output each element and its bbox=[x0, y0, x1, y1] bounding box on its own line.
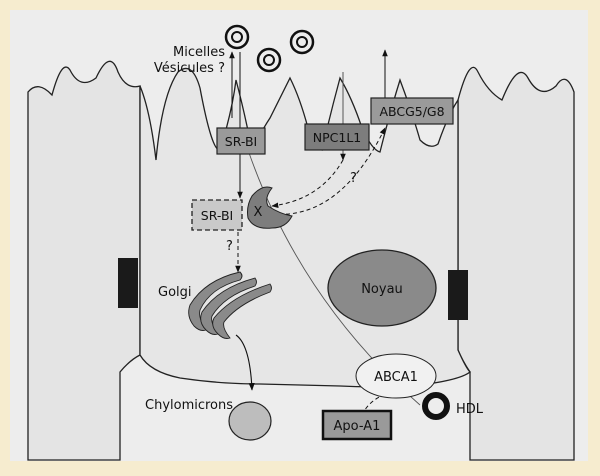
abcg5g8-label: ABCG5/G8 bbox=[379, 104, 444, 119]
npc1l1-box bbox=[304, 123, 370, 151]
golgi-icon bbox=[188, 271, 272, 339]
left-cell bbox=[27, 60, 141, 461]
micelles-label: Micelles bbox=[173, 45, 225, 60]
arrow-golgi-chylo bbox=[235, 334, 255, 391]
dashed-x-to-abcg bbox=[271, 127, 386, 215]
x-label: X bbox=[254, 205, 263, 220]
x-protein-shape bbox=[247, 186, 293, 229]
question-npc: ? bbox=[350, 171, 357, 186]
abca1-label: ABCA1 bbox=[374, 370, 418, 385]
srbi-inner-label: SR-BI bbox=[201, 208, 233, 223]
abcg5g8-box bbox=[370, 97, 454, 125]
npc1l1-label: NPC1L1 bbox=[313, 130, 362, 145]
chylomicrons-label: Chylomicrons bbox=[145, 398, 233, 413]
junction-left bbox=[118, 258, 138, 308]
vesicules-label: Vésicules ? bbox=[154, 61, 225, 76]
abca1-ellipse bbox=[355, 353, 437, 399]
hdl-icon bbox=[422, 392, 450, 420]
dashed-npc-to-x bbox=[271, 159, 344, 208]
micelle-icon bbox=[224, 24, 315, 73]
srbi-box-top bbox=[216, 127, 266, 155]
chylomicron-shape bbox=[228, 401, 272, 441]
apoa1-box bbox=[321, 409, 393, 441]
noyau-ellipse bbox=[327, 249, 437, 327]
srbi-box-inner bbox=[191, 199, 243, 231]
question-srbi: ? bbox=[226, 239, 233, 254]
hdl-label: HDL bbox=[456, 402, 484, 417]
srbi-top-label: SR-BI bbox=[225, 134, 257, 149]
junction-right bbox=[448, 270, 468, 320]
apoa1-label: Apo-A1 bbox=[334, 419, 381, 434]
golgi-label: Golgi bbox=[158, 285, 192, 300]
noyau-label: Noyau bbox=[361, 282, 403, 297]
